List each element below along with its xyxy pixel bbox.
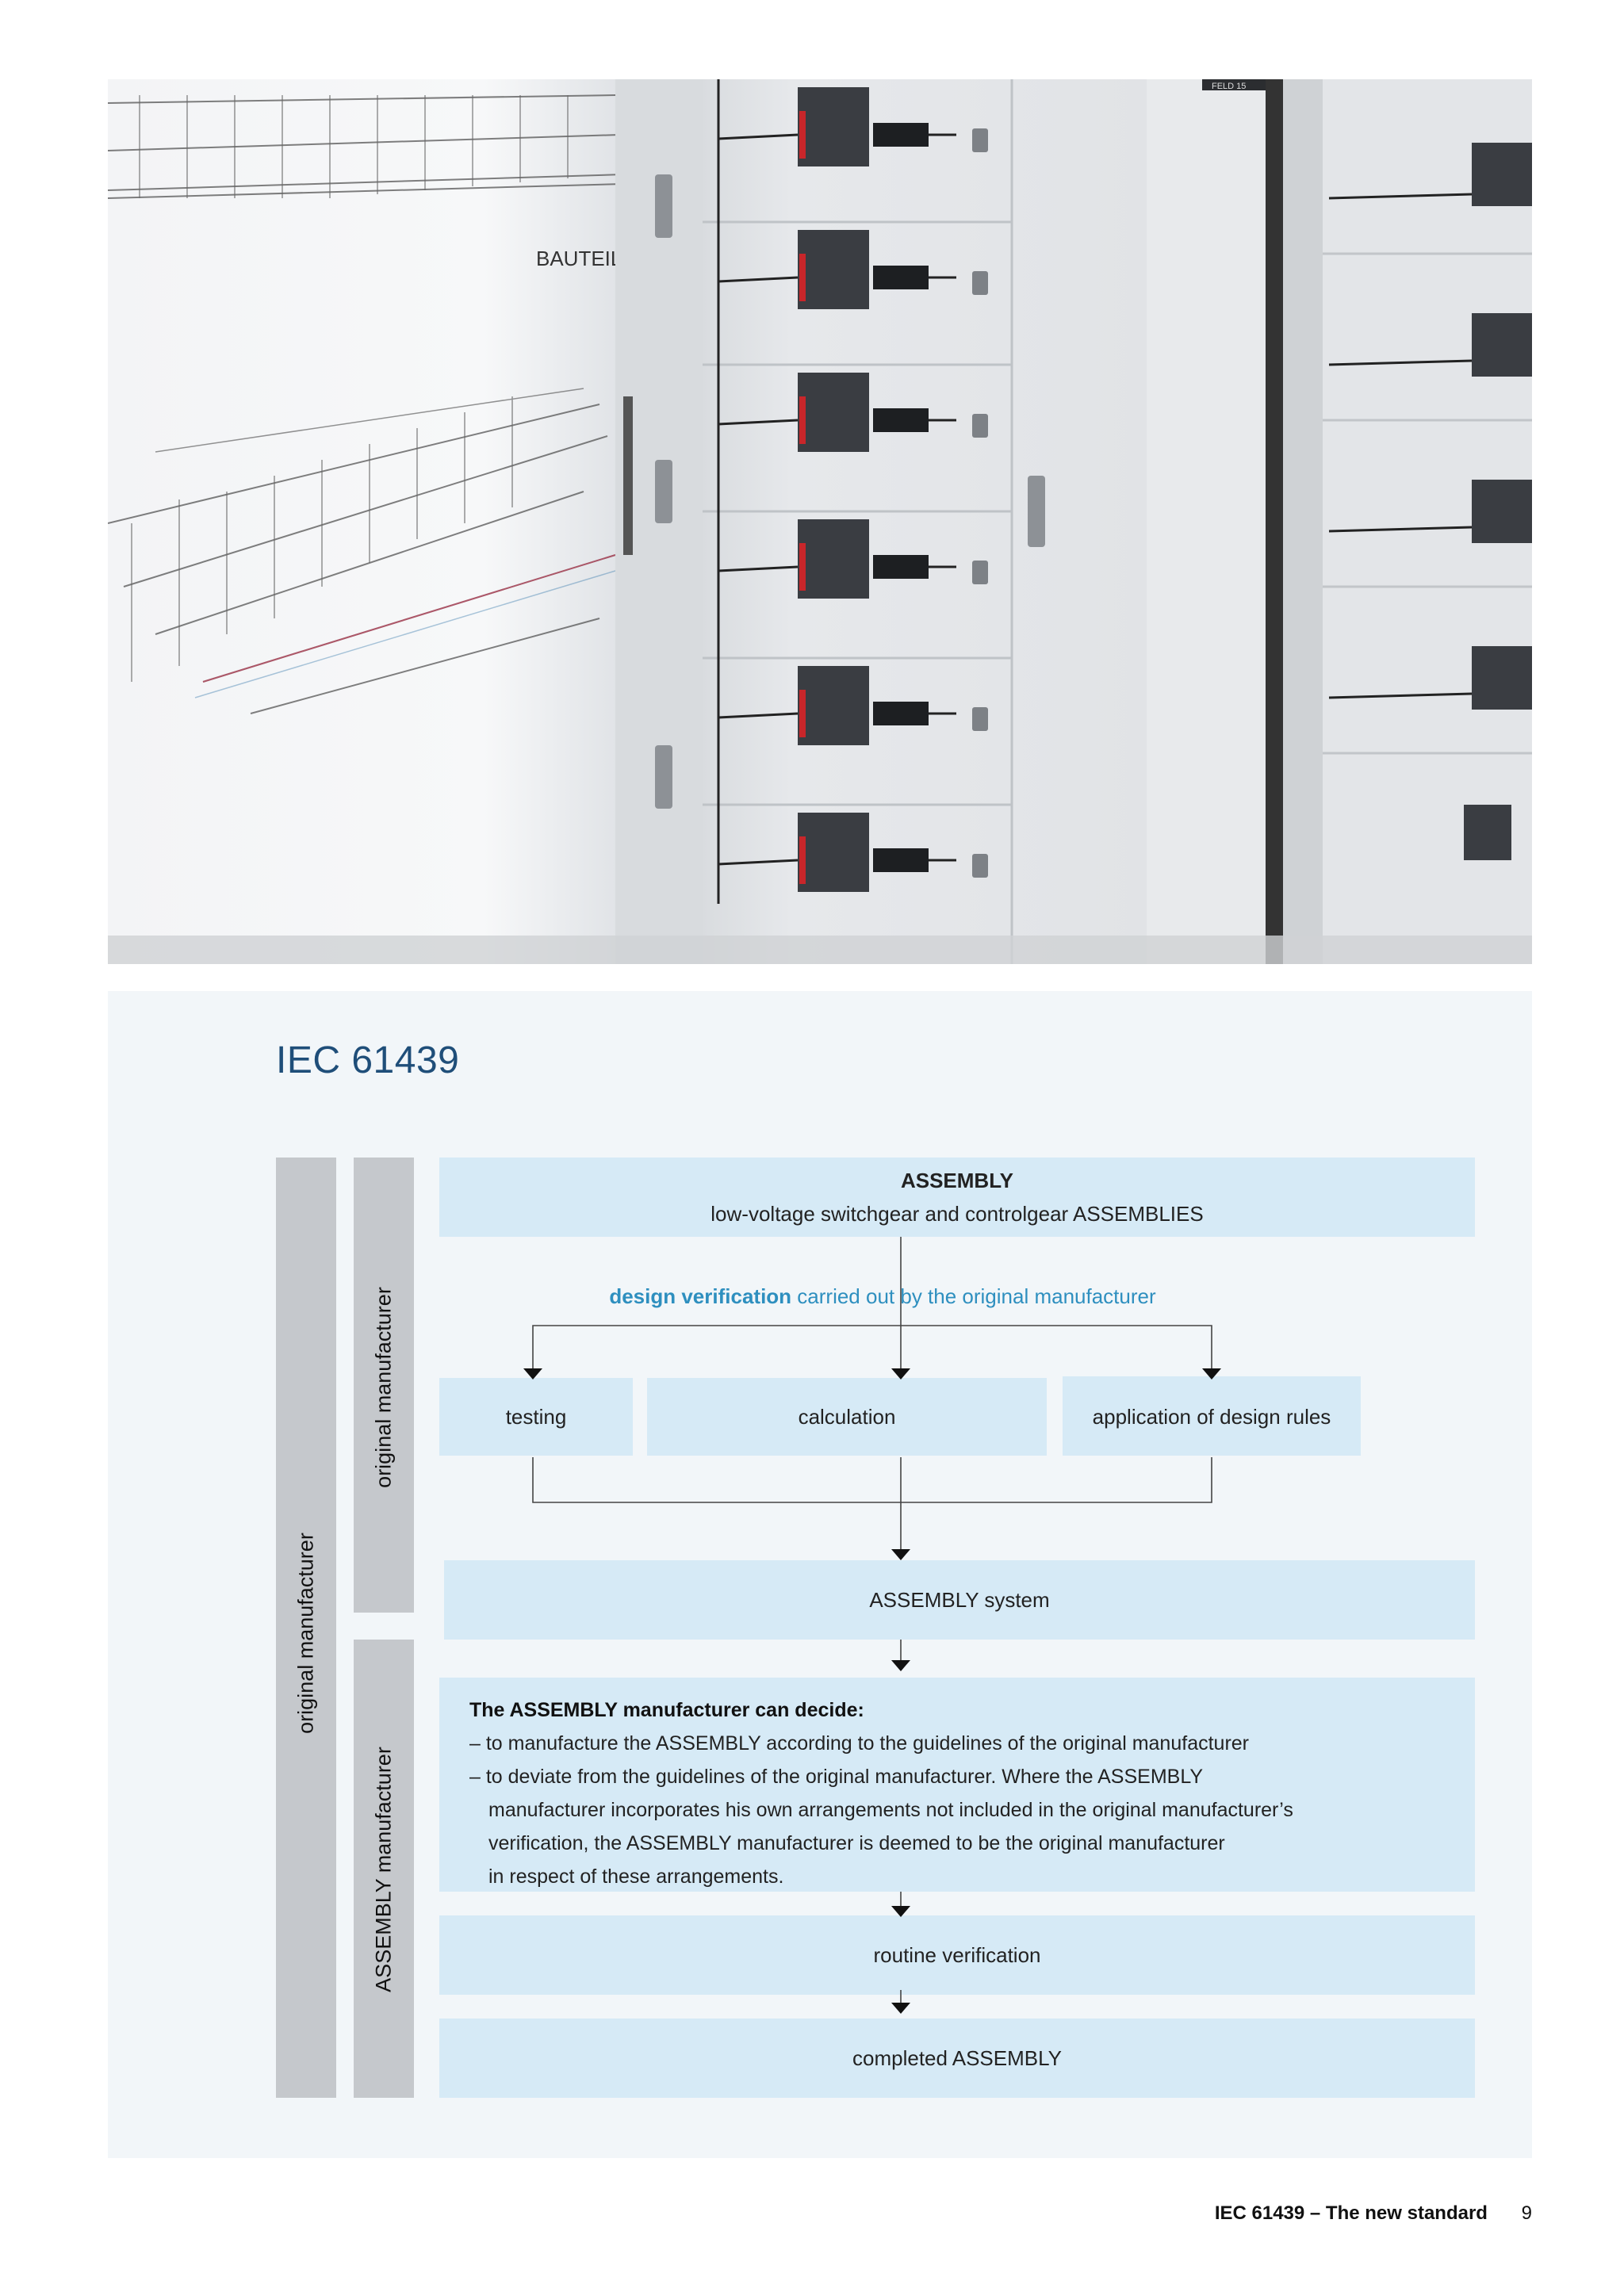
- assembly-system-box: ASSEMBLY system: [444, 1560, 1475, 1640]
- routine-verification-box: routine verification: [439, 1915, 1475, 1995]
- outer-side-bar: original manufacturer: [276, 1158, 336, 2098]
- calculation-box: calculation: [647, 1378, 1047, 1456]
- page-number: 9: [1521, 2202, 1532, 2224]
- design-rules-box: application of design rules: [1063, 1376, 1361, 1456]
- lower-side-label: ASSEMBLY manufacturer: [371, 1747, 396, 1992]
- diagram-panel: IEC 61439 original manufacturer original…: [108, 991, 1532, 2158]
- lower-side-bar: ASSEMBLY manufacturer: [354, 1640, 414, 2098]
- design-verification-text: design verification carried out by the o…: [290, 1284, 1475, 1309]
- decision-option-2: – to deviate from the guidelines of the …: [469, 1766, 1204, 1788]
- arrow-system: [891, 1549, 910, 1560]
- decision-option-1: – to manufacture the ASSEMBLY according …: [469, 1732, 1249, 1755]
- completed-assembly-label: completed ASSEMBLY: [852, 2045, 1062, 2070]
- design-verification-bold: design verification: [609, 1284, 792, 1308]
- decision-option-2-cont-3: in respect of these arrangements.: [488, 1866, 784, 1888]
- testing-box: testing: [439, 1378, 633, 1456]
- upper-side-bar: original manufacturer: [354, 1158, 414, 1613]
- outer-side-label: original manufacturer: [293, 1533, 318, 1734]
- manufacturer-decision-box: The ASSEMBLY manufacturer can decide: – …: [439, 1678, 1475, 1892]
- page-footer: IEC 61439 – The new standard 9: [1215, 2202, 1532, 2225]
- design-verification-rest: carried out by the original manufacturer: [797, 1284, 1156, 1308]
- design-rules-label: application of design rules: [1092, 1405, 1331, 1429]
- footer-title: IEC 61439 – The new standard: [1214, 2202, 1488, 2224]
- decision-option-2-cont-2: verification, the ASSEMBLY manufacturer …: [488, 1832, 1225, 1854]
- switchgear-photo: BAUTEILE: [108, 79, 1532, 964]
- calculation-label: calculation: [798, 1404, 896, 1429]
- switchgear-photo-illustration: BAUTEILE: [108, 79, 1532, 964]
- arrow-decide: [891, 1660, 910, 1671]
- decision-heading: The ASSEMBLY manufacturer can decide:: [469, 1699, 864, 1721]
- routine-verification-label: routine verification: [873, 1942, 1041, 1967]
- decision-option-2-cont-1: manufacturer incorporates his own arrang…: [488, 1799, 1293, 1821]
- cabinet-tag: FELD 15: [1212, 82, 1246, 91]
- testing-label: testing: [505, 1404, 567, 1429]
- upper-side-label: original manufacturer: [371, 1287, 396, 1488]
- assembly-system-label: ASSEMBLY system: [869, 1587, 1050, 1612]
- assembly-box-title: ASSEMBLY: [900, 1169, 1014, 1192]
- arrow-completed: [891, 2003, 910, 2014]
- assembly-box: ASSEMBLY low-voltage switchgear and cont…: [439, 1158, 1475, 1237]
- assembly-box-subtitle: low-voltage switchgear and controlgear A…: [710, 1202, 1204, 1226]
- panel-title: IEC 61439: [276, 1039, 460, 1081]
- completed-assembly-box: completed ASSEMBLY: [439, 2019, 1475, 2098]
